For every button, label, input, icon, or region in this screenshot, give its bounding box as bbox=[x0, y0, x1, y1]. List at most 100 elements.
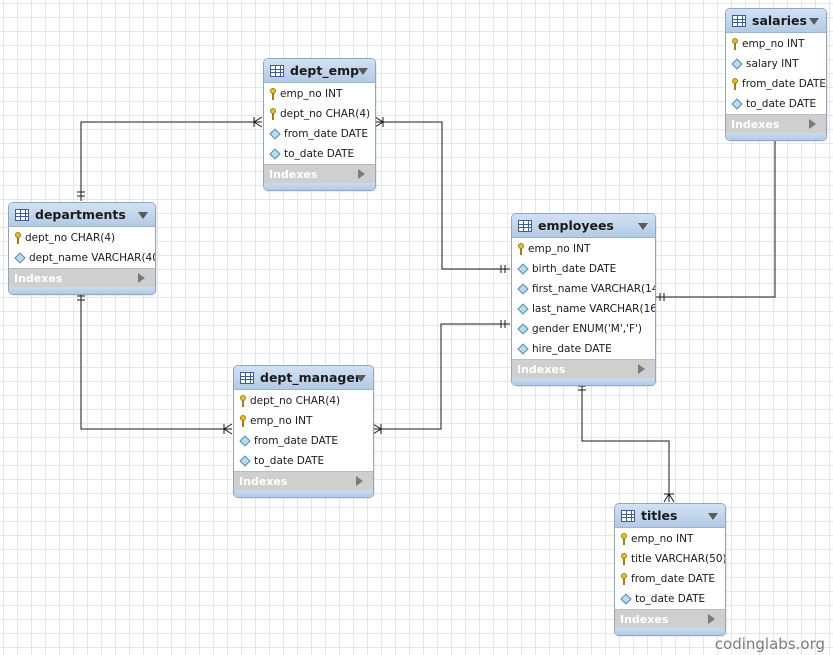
table-footer bbox=[264, 183, 375, 190]
column-row[interactable]: to_date DATE bbox=[264, 144, 375, 164]
column-row[interactable]: title VARCHAR(50) bbox=[615, 549, 725, 569]
key-icon bbox=[517, 243, 525, 255]
table-dept-emp[interactable]: dept_emp emp_no INT dept_no CHAR(4) from_da… bbox=[263, 58, 376, 191]
column-list: emp_no INT title VARCHAR(50)from_date DAT… bbox=[615, 528, 725, 609]
column-label: dept_no CHAR(4) bbox=[280, 108, 371, 120]
table-header[interactable]: employees bbox=[512, 214, 655, 238]
column-row[interactable]: from_date DATE bbox=[615, 569, 725, 589]
column-row[interactable]: to_date DATE bbox=[615, 589, 725, 609]
column-row[interactable]: gender ENUM('M','F') bbox=[512, 319, 655, 339]
column-label: to_date DATE bbox=[746, 98, 817, 110]
column-row[interactable]: salary INT bbox=[726, 54, 826, 74]
collapse-arrow-icon[interactable] bbox=[809, 18, 819, 25]
column-row[interactable]: last_name VARCHAR(16) bbox=[512, 299, 655, 319]
indexes-label: Indexes bbox=[14, 271, 63, 285]
diamond-icon bbox=[239, 455, 251, 467]
table-header[interactable]: departments bbox=[9, 203, 155, 227]
collapse-arrow-icon[interactable] bbox=[138, 212, 148, 219]
indexes-section[interactable]: Indexes bbox=[264, 164, 375, 183]
expand-arrow-icon[interactable] bbox=[358, 169, 365, 179]
column-row[interactable]: from_date DATE bbox=[726, 74, 826, 94]
indexes-section[interactable]: Indexes bbox=[512, 359, 655, 378]
table-name: dept_manager bbox=[260, 370, 361, 385]
column-label: to_date DATE bbox=[635, 593, 706, 605]
column-label: first_name VARCHAR(14) bbox=[532, 283, 656, 295]
table-footer bbox=[512, 378, 655, 385]
column-row[interactable]: from_date DATE bbox=[264, 124, 375, 144]
column-label: to_date DATE bbox=[254, 455, 325, 467]
table-icon bbox=[732, 14, 746, 27]
column-row[interactable]: emp_no INT bbox=[726, 34, 826, 54]
table-header[interactable]: dept_manager bbox=[234, 366, 373, 390]
table-footer bbox=[615, 628, 725, 635]
indexes-section[interactable]: Indexes bbox=[615, 609, 725, 628]
column-list: dept_no CHAR(4) dept_name VARCHAR(40) bbox=[9, 227, 155, 268]
indexes-label: Indexes bbox=[731, 117, 780, 131]
collapse-arrow-icon[interactable] bbox=[358, 68, 368, 75]
indexes-section[interactable]: Indexes bbox=[9, 268, 155, 287]
column-row[interactable]: emp_no INT bbox=[615, 529, 725, 549]
column-label: dept_no CHAR(4) bbox=[25, 232, 116, 244]
collapse-arrow-icon[interactable] bbox=[356, 375, 366, 382]
column-row[interactable]: birth_date DATE bbox=[512, 259, 655, 279]
column-row[interactable]: emp_no INT bbox=[234, 411, 373, 431]
column-label: from_date DATE bbox=[284, 128, 369, 140]
expand-arrow-icon[interactable] bbox=[708, 614, 715, 624]
indexes-label: Indexes bbox=[517, 362, 566, 376]
table-icon bbox=[15, 208, 29, 221]
column-row[interactable]: dept_no CHAR(4) bbox=[9, 228, 155, 248]
table-name: departments bbox=[35, 207, 126, 222]
column-row[interactable]: from_date DATE bbox=[234, 431, 373, 451]
column-row[interactable]: to_date DATE bbox=[726, 94, 826, 114]
collapse-arrow-icon[interactable] bbox=[638, 223, 648, 230]
table-footer bbox=[9, 287, 155, 294]
key-icon bbox=[14, 232, 22, 244]
connector-employees-dept-emp bbox=[375, 121, 510, 270]
expand-arrow-icon[interactable] bbox=[138, 273, 145, 283]
column-row[interactable]: first_name VARCHAR(14) bbox=[512, 279, 655, 299]
column-row[interactable]: dept_no CHAR(4) bbox=[234, 391, 373, 411]
connector-departments-dept-emp bbox=[80, 121, 262, 201]
column-label: emp_no INT bbox=[528, 243, 591, 255]
table-departments[interactable]: departments dept_no CHAR(4) dept_name VARC… bbox=[8, 202, 156, 295]
column-list: emp_no INT dept_no CHAR(4) from_date DATE t… bbox=[264, 83, 375, 164]
column-label: emp_no INT bbox=[280, 88, 343, 100]
table-header[interactable]: dept_emp bbox=[264, 59, 375, 83]
indexes-label: Indexes bbox=[620, 612, 669, 626]
indexes-section[interactable]: Indexes bbox=[726, 114, 826, 133]
diamond-icon bbox=[239, 435, 251, 447]
indexes-label: Indexes bbox=[239, 474, 288, 488]
table-dept-manager[interactable]: dept_manager dept_no CHAR(4) emp_no INT fro… bbox=[233, 365, 374, 498]
key-icon bbox=[239, 395, 247, 407]
table-titles[interactable]: titles emp_no INT title VARCHAR(50)from_da… bbox=[614, 503, 726, 636]
collapse-arrow-icon[interactable] bbox=[708, 513, 718, 520]
connector-employees-titles bbox=[581, 381, 670, 502]
table-header[interactable]: salaries bbox=[726, 9, 826, 33]
column-row[interactable]: to_date DATE bbox=[234, 451, 373, 471]
diamond-icon bbox=[269, 148, 281, 160]
table-icon bbox=[240, 371, 254, 384]
key-icon bbox=[239, 415, 247, 427]
diamond-icon bbox=[14, 252, 26, 264]
column-row[interactable]: emp_no INT bbox=[512, 239, 655, 259]
table-header[interactable]: titles bbox=[615, 504, 725, 528]
column-row[interactable]: emp_no INT bbox=[264, 84, 375, 104]
column-label: emp_no INT bbox=[250, 415, 313, 427]
column-row[interactable]: dept_no CHAR(4) bbox=[264, 104, 375, 124]
expand-arrow-icon[interactable] bbox=[356, 476, 363, 486]
column-row[interactable]: dept_name VARCHAR(40) bbox=[9, 248, 155, 268]
expand-arrow-icon[interactable] bbox=[809, 119, 816, 129]
key-icon bbox=[620, 573, 628, 585]
indexes-section[interactable]: Indexes bbox=[234, 471, 373, 490]
column-list: dept_no CHAR(4) emp_no INT from_date DATE t… bbox=[234, 390, 373, 471]
column-list: emp_no INT birth_date DATE first_name VARC… bbox=[512, 238, 655, 359]
diamond-icon bbox=[269, 128, 281, 140]
diamond-icon bbox=[731, 98, 743, 110]
table-employees[interactable]: employees emp_no INT birth_date DATE first_… bbox=[511, 213, 656, 386]
column-row[interactable]: hire_date DATE bbox=[512, 339, 655, 359]
expand-arrow-icon[interactable] bbox=[638, 364, 645, 374]
column-label: emp_no INT bbox=[631, 533, 694, 545]
column-label: birth_date DATE bbox=[532, 263, 617, 275]
